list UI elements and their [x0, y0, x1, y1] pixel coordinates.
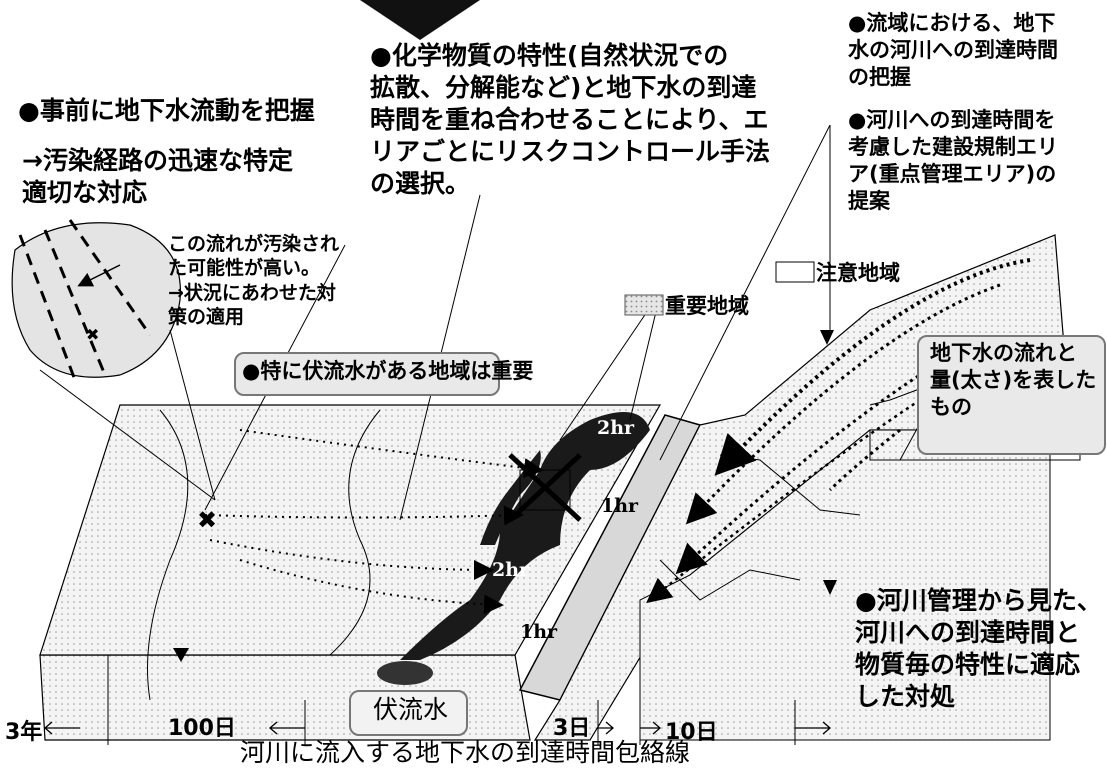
- triangle-marker-left: [173, 648, 189, 662]
- legend-important-label: 重要地域: [665, 294, 749, 318]
- note-response: →汚染経路の迅速な特定 適切な対応: [22, 146, 293, 207]
- note-basin-time: ●流域における、地下 水の河川への到達時間 の把握: [848, 11, 1058, 89]
- axis-tick-3-days: 3日: [553, 716, 591, 741]
- x-mark: [508, 453, 582, 522]
- note-contamination: この流れが汚染され た可能性が高い。 →状況にあわせた対 策の適用: [168, 233, 340, 328]
- note-groundwater-flow: 地下水の流れと 量(太さ)を表した もの: [930, 341, 1097, 419]
- legend-caution-swatch: [775, 261, 815, 283]
- legend-caution-label: 注意地域: [816, 261, 900, 285]
- axis-caption: 河川に流入する地下水の到達時間包絡線: [240, 738, 691, 767]
- note-regulation: ●河川への到達時間を 考慮した建設規制エリ ア(重点管理エリア)の 提案: [848, 108, 1058, 213]
- axis-tick-100-days: 100日: [168, 716, 236, 741]
- hr-label-1-low: 1hr: [520, 621, 558, 643]
- note-river-management: ●河川管理から見た、 河川への到達時間と 物質毎の特性に適応 した対処: [855, 586, 1102, 711]
- underflow-box: [349, 690, 468, 736]
- top-down-arrow: [360, 0, 480, 40]
- note-underflow-important: ●特に伏流水がある地域は重要: [242, 359, 534, 383]
- hr-label-2-low: 2hr: [492, 559, 530, 581]
- legend-important-swatch: [624, 294, 664, 316]
- underflow-label: 伏流水: [373, 695, 449, 724]
- groundwater-flow-box: [917, 335, 1106, 455]
- contamination-bubble: [11, 222, 182, 378]
- block-top-surface: [39, 404, 662, 656]
- underflow-important-box: [234, 352, 500, 396]
- triangle-marker-caution: [820, 330, 834, 345]
- hr-label-1-top: 1hr: [601, 495, 639, 517]
- axis-tick-3-years: 3年: [5, 720, 43, 745]
- triangle-marker-right: [823, 580, 837, 595]
- svg-text:✖: ✖: [86, 325, 99, 344]
- hr-label-2-top: 2hr: [597, 417, 635, 439]
- note-chemical: ●化学物質の特性(自然状況での 拡散、分解能など)と地下水の到達 時間を重ね合わ…: [370, 41, 771, 198]
- axis-tick-10-days: 10日: [665, 720, 718, 745]
- contamination-mark: ✖: [197, 506, 217, 534]
- note-prior-grasp: ●事前に地下水流動を把握: [18, 96, 315, 125]
- underflow-river: [400, 412, 650, 660]
